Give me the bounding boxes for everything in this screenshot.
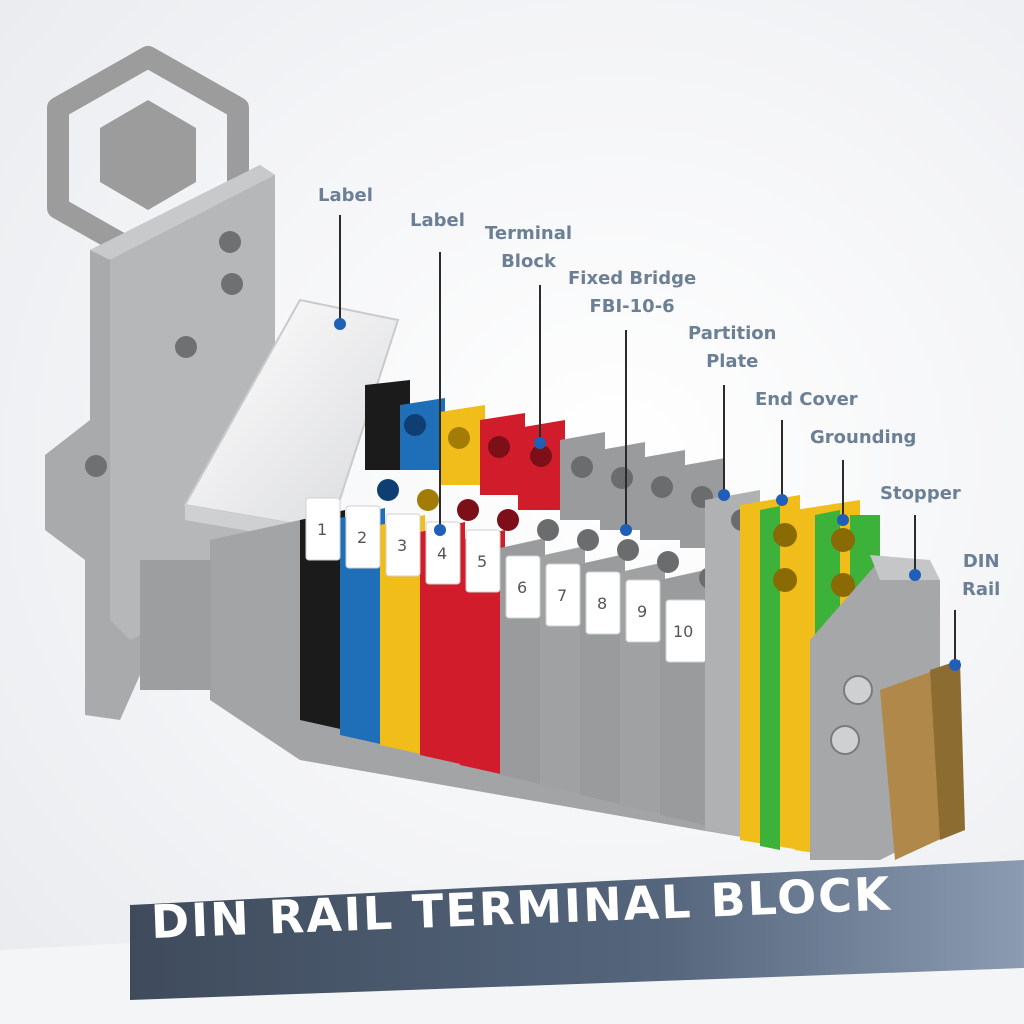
marker-number: 4 bbox=[437, 544, 447, 563]
callout-dots bbox=[334, 318, 961, 671]
din-rail bbox=[880, 660, 965, 860]
callout-grounding: Grounding bbox=[810, 427, 917, 448]
marker-number: 9 bbox=[637, 602, 647, 621]
marker-number: 10 bbox=[673, 622, 693, 641]
marker-number: 6 bbox=[517, 578, 527, 597]
marker-number: 5 bbox=[477, 552, 487, 571]
marker-number: 7 bbox=[557, 586, 567, 605]
marker-number: 3 bbox=[397, 536, 407, 555]
title-banner-shape bbox=[0, 860, 1024, 1024]
marker-strip: 1 2 3 4 5 6 7 8 9 10 bbox=[305, 497, 707, 663]
callout-leaders bbox=[339, 215, 956, 665]
callout-din-rail: DIN Rail bbox=[962, 551, 1001, 600]
callout-end-cover: End Cover bbox=[755, 389, 858, 410]
callout-partition-plate: Partition Plate bbox=[688, 323, 777, 372]
callout-label-marker: Label bbox=[410, 210, 465, 231]
marker-number: 8 bbox=[597, 594, 607, 613]
callout-stopper: Stopper bbox=[880, 483, 961, 504]
callout-fixed-bridge: Fixed Bridge FBI-10-6 bbox=[568, 268, 697, 317]
marker-number: 2 bbox=[357, 528, 367, 547]
callout-terminal-block: Terminal Block bbox=[485, 223, 573, 272]
callout-label-plate: Label bbox=[318, 185, 373, 206]
marker-number: 1 bbox=[317, 520, 327, 539]
